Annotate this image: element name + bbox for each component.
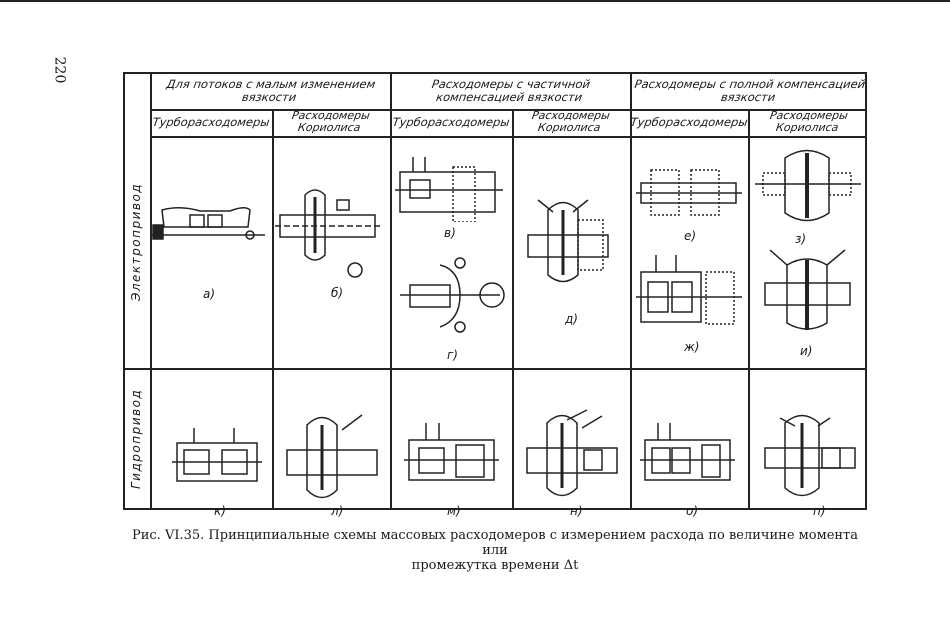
- row-header: Электропривод: [129, 182, 143, 301]
- divider: [123, 368, 867, 370]
- scheme-e-drawing: [636, 169, 742, 216]
- scheme-v-drawing: [395, 157, 503, 222]
- figure-caption: Рис. VI.35. Принципиальные схемы массовы…: [120, 528, 870, 573]
- scheme-label: з): [795, 232, 807, 246]
- divider: [150, 136, 867, 138]
- scheme-g-drawing: [400, 257, 505, 333]
- scheme-label: е): [684, 229, 697, 243]
- sub-header: Турборасходомеры: [151, 115, 271, 129]
- divider: [150, 72, 152, 510]
- scheme-label: п): [813, 504, 826, 518]
- group-header: Для потоков с малым изменением вязкости: [165, 77, 377, 104]
- divider: [512, 109, 514, 510]
- scheme-label: л): [331, 504, 344, 518]
- divider: [150, 109, 867, 111]
- caption-line: Рис. VI.35. Принципиальные схемы массовы…: [131, 528, 859, 558]
- scheme-label: а): [203, 287, 216, 301]
- divider: [630, 72, 632, 510]
- divider: [272, 109, 274, 510]
- group-header: Расходомеры с полной компенсацией вязкос…: [633, 77, 867, 104]
- scheme-i-drawing: [764, 249, 851, 330]
- scheme-label: м): [447, 504, 461, 518]
- scheme-z-drawing: [755, 149, 861, 222]
- sub-header: Расходомеры Кориолиса: [531, 109, 611, 134]
- page-top-edge: [0, 0, 950, 2]
- scheme-k-drawing: [172, 428, 262, 482]
- caption-line: промежутка времени Δt: [411, 558, 579, 573]
- scheme-label: и): [800, 344, 813, 358]
- sub-header: Турборасходомеры: [391, 115, 511, 129]
- scheme-a-drawing: [150, 207, 265, 240]
- sub-header: Расходомеры Кориолиса: [769, 109, 849, 134]
- scheme-label: в): [444, 226, 456, 240]
- scheme-label: о): [686, 504, 699, 518]
- scheme-b-drawing: [275, 189, 380, 278]
- scheme-label: н): [570, 504, 583, 518]
- divider: [390, 72, 392, 510]
- scheme-p-drawing: [764, 414, 856, 497]
- scheme-label: г): [447, 348, 458, 362]
- scheme-label: ж): [684, 340, 700, 354]
- group-header: Расходомеры с частичной компенсацией вяз…: [430, 77, 591, 104]
- sub-header: Расходомеры Кориолиса: [291, 109, 371, 134]
- scheme-o-drawing: [640, 423, 735, 481]
- row-header: Гидропривод: [129, 388, 143, 489]
- scheme-m-drawing: [404, 423, 499, 481]
- divider: [748, 109, 750, 510]
- sub-header: Турборасходомеры: [629, 115, 749, 129]
- scheme-label: к): [214, 504, 226, 518]
- scheme-l-drawing: [286, 414, 378, 499]
- scheme-d-drawing: [527, 199, 609, 283]
- table-frame: [123, 72, 867, 510]
- page-number: 220: [51, 56, 68, 84]
- scheme-n-drawing: [526, 409, 618, 497]
- scheme-zh-drawing: [636, 255, 742, 325]
- scheme-label: б): [331, 286, 344, 300]
- scheme-label: д): [565, 312, 578, 326]
